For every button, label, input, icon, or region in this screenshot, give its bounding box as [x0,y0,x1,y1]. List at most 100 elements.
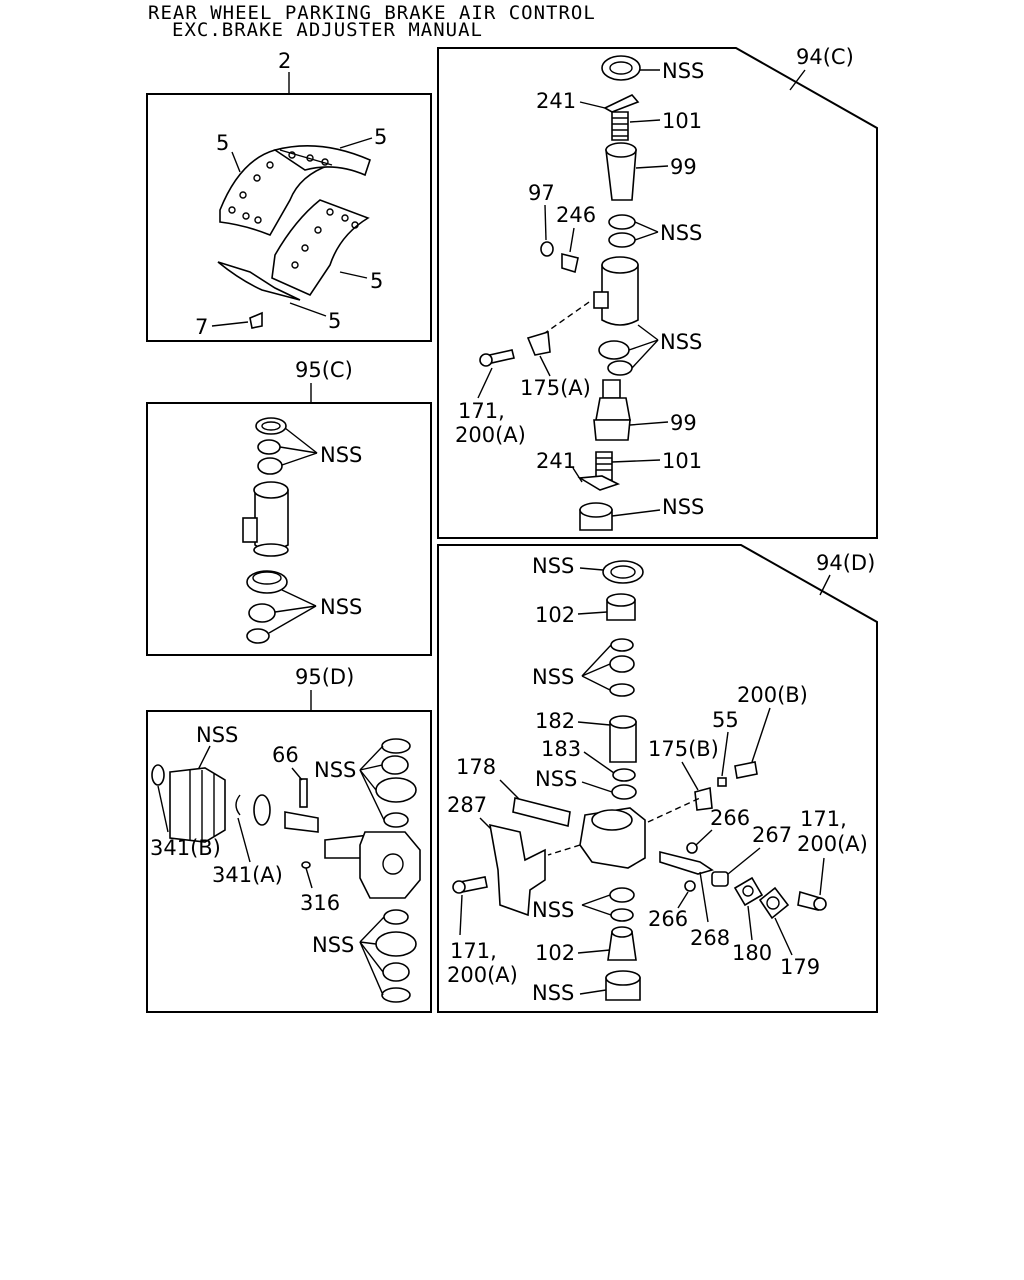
callout-316: 316 [300,891,340,915]
o-ring [248,603,276,623]
panel-frame [437,544,878,1013]
o-ring [609,683,635,697]
plug-97 [540,241,554,257]
callout-99: 99 [670,411,697,435]
stem [602,379,621,399]
callout-nss: NSS [196,723,238,747]
callout-nss: NSS [532,898,574,922]
callout-nss: NSS [660,221,702,245]
callout-7: 7 [195,315,208,339]
callout-241: 241 [536,449,576,473]
callout-175a: 175(A) [520,376,591,400]
callout-nss: NSS [532,554,574,578]
o-ring [381,755,409,775]
guard-287 [488,823,546,917]
snap-ring [151,764,165,786]
callout-171: 171, [800,807,847,831]
bearing-cap [602,560,644,584]
callout-5: 5 [216,131,229,155]
bracket-175a [526,330,551,356]
bolt-200b [734,761,758,779]
piston-99b [595,397,631,421]
lever-268 [659,850,714,875]
callout-nss: NSS [662,59,704,83]
bearing-cap [601,55,641,81]
callout-246: 246 [556,203,596,227]
o-ring [381,738,411,754]
rivet [249,311,263,329]
callout-nss: NSS [312,933,354,957]
o-ring [382,962,410,982]
bracket-175b [694,786,713,811]
callout-97: 97 [528,181,555,205]
callout-287: 287 [447,793,487,817]
callout-nss: NSS [660,330,702,354]
brake-lining-lower-right [271,199,370,297]
panel-frame [146,710,432,1013]
callout-94d: 94(D) [816,551,875,575]
panel-frame [146,93,432,342]
panel-brake-shoes: 2 5 5 5 5 7 [146,49,432,342]
cover-179 [758,886,790,920]
callout-66: 66 [272,743,299,767]
callout-268: 268 [690,926,730,950]
o-ring [608,232,636,248]
callout-171: 171, [458,399,505,423]
breather-246 [561,252,579,274]
callout-179: 179 [780,955,820,979]
rubber-boot [169,767,226,843]
o-ring [607,360,633,376]
callout-266: 266 [648,907,688,931]
bushing-267 [711,871,729,887]
callout-nss: NSS [532,665,574,689]
callout-200b: 200(B) [737,683,808,707]
callout-nss: NSS [532,981,574,1005]
callout-200a: 200(A) [455,423,526,447]
callout-183: 183 [541,737,581,761]
o-ring [383,909,409,925]
o-ring [609,655,635,673]
callout-102: 102 [535,941,575,965]
seal-ring [598,340,630,360]
o-ring [381,987,411,1003]
callout-200a: 200(A) [447,963,518,987]
gasket-180 [733,876,764,907]
callout-95c: 95(C) [295,358,353,382]
clip-241 [603,94,640,113]
callout-101: 101 [662,449,702,473]
pin-55 [717,777,727,787]
o-ring [610,638,634,652]
clip-241b [577,475,621,491]
callout-175b: 175(B) [648,737,719,761]
adjuster-shaft [284,811,319,833]
callout-101: 101 [662,109,702,133]
o-ring [612,768,636,782]
callout-171: 171, [450,939,497,963]
callout-nss: NSS [320,443,362,467]
seal-ring [255,417,287,435]
callout-200a: 200(A) [797,832,868,856]
o-ring [257,439,281,455]
valve-housing [359,831,421,899]
callout-102: 102 [535,603,575,627]
o-ring [609,887,635,903]
callout-nss: NSS [314,758,356,782]
diagram-title-line1: REAR WHEEL PARKING BRAKE AIR CONTROL [148,2,596,24]
callout-99: 99 [670,155,697,179]
shaft-178 [512,797,571,827]
panel-94c: 94(C) NSS 241 101 99 97 246 NSS [437,45,878,539]
o-ring [246,628,270,644]
nut-266b [684,880,696,892]
diagram-title-line2: EXC.BRAKE ADJUSTER MANUAL [172,19,483,41]
callout-178: 178 [456,755,496,779]
callout-2: 2 [278,49,291,73]
o-ring [611,784,637,800]
brake-lining-lower-left [217,261,301,301]
panel-frame [437,47,878,539]
callout-341a: 341(A) [212,863,283,887]
callout-5: 5 [374,125,387,149]
callout-241: 241 [536,89,576,113]
panel-frame [146,402,432,656]
pin-66 [299,778,308,808]
